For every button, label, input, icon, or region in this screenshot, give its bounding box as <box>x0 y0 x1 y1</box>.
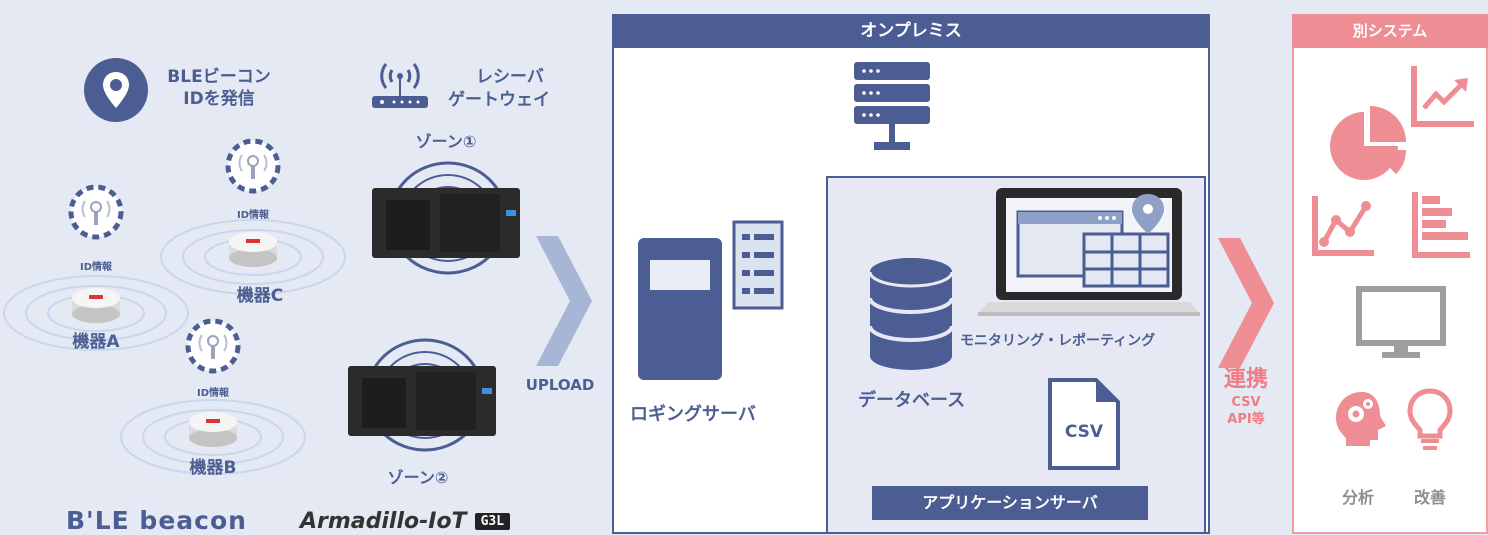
database-icon <box>868 258 954 370</box>
onprem-title: オンプレミス <box>612 14 1210 48</box>
beacon-icon <box>225 138 281 194</box>
improve-label: 改善 <box>1413 488 1446 507</box>
monitor-icon <box>1356 286 1446 358</box>
pie-chart-icon <box>1330 106 1406 180</box>
csv-file-icon <box>1048 378 1120 470</box>
ble-beacon-logo: B'LE beacon <box>66 506 247 535</box>
chevron-right-icon <box>1218 238 1274 368</box>
id-info-label: ID情報 <box>196 388 230 399</box>
gateway-device-zone1 <box>372 188 520 258</box>
database-label: データベース <box>858 390 966 411</box>
chevron-right-icon <box>536 236 592 366</box>
monitoring-label: モニタリング・レポーティング <box>960 333 1156 349</box>
id-info-label: ID情報 <box>79 262 113 273</box>
server-rack-icon <box>854 62 930 150</box>
gateway-device-zone2 <box>348 366 496 436</box>
analysis-label: 分析 <box>1341 488 1374 507</box>
ble-caption-line2: IDを発信 <box>183 89 255 109</box>
other-system-panel <box>1292 14 1488 534</box>
logging-server-label: ロギングサーバ <box>630 404 756 425</box>
location-pin-icon <box>84 58 148 122</box>
armadillo-logo: Armadillo-IoT G3L <box>300 508 511 534</box>
wifi-router-icon <box>372 63 428 108</box>
line-chart-icon <box>1312 196 1374 256</box>
id-info-label: ID情報 <box>236 210 270 221</box>
device-b-label: 機器B <box>189 458 237 478</box>
armadillo-badge: G3L <box>474 512 511 530</box>
bar-chart-icon <box>1412 192 1470 258</box>
upload-label: UPLOAD <box>525 376 595 394</box>
ble-caption-line1: BLEビーコン <box>167 67 271 87</box>
device-a-label: 機器A <box>72 332 120 352</box>
beacon-icon <box>185 318 241 374</box>
lightbulb-icon <box>1407 388 1453 450</box>
armadillo-logo-text: Armadillo-IoT <box>300 508 467 534</box>
app-server-title: アプリケーションサーバ <box>872 486 1148 520</box>
other-system-title: 別システム <box>1292 14 1488 48</box>
device-c-label: 機器C <box>236 286 284 306</box>
receiver-caption-line1: レシーバ <box>476 67 544 87</box>
beacon-icon <box>68 184 124 240</box>
csv-label: CSV <box>1064 422 1104 442</box>
zone1-label: ゾーン① <box>415 132 477 151</box>
receiver-caption-line2: ゲートウェイ <box>448 90 550 110</box>
brain-gear-icon <box>1336 392 1386 446</box>
trend-chart-icon <box>1411 66 1474 127</box>
link-sub-csv: CSV <box>1231 395 1261 410</box>
laptop-map-icon <box>978 188 1200 316</box>
zone2-label: ゾーン② <box>387 468 449 487</box>
logging-server-icon <box>638 220 784 380</box>
link-label: 連携 <box>1223 367 1268 392</box>
link-sub-api: API等 <box>1227 412 1265 427</box>
